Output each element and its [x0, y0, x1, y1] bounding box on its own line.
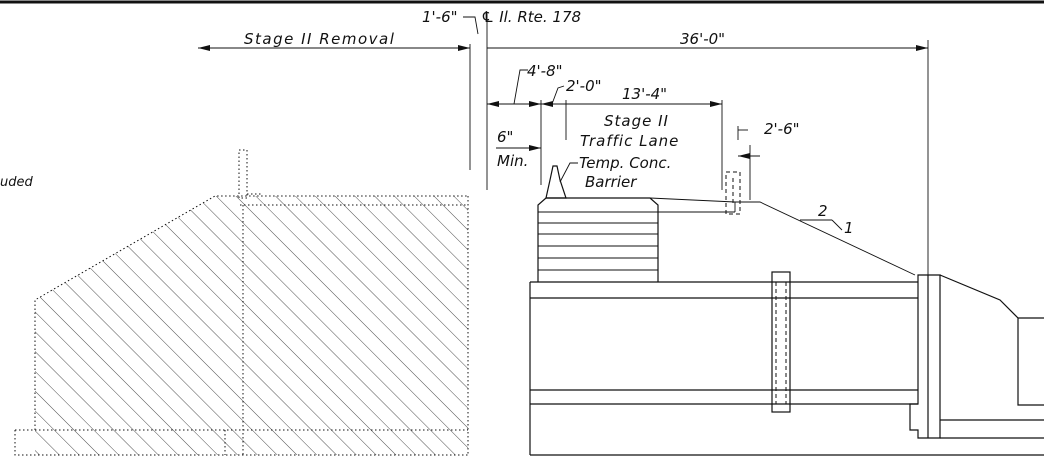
deck-layers	[537, 197, 916, 282]
min-text-label: Min.	[497, 152, 528, 170]
existing-rail-dashed	[725, 171, 741, 215]
min-six-label: 6"	[497, 128, 513, 146]
overall-width-dimension	[487, 40, 929, 275]
temp-concrete-barrier	[545, 165, 567, 199]
offset-dimension-label: 1'-6"	[422, 8, 458, 26]
lane-label-line1: Stage II	[604, 112, 669, 130]
barrier-label-line1: Temp. Conc.	[579, 154, 671, 172]
slope-rise-label: 2	[818, 202, 828, 220]
dim-13-4-label: 13'-4"	[622, 85, 667, 103]
centerline-label: ℄ Il. Rte. 178	[481, 8, 581, 26]
stage-removal-label: Stage II Removal	[244, 30, 395, 48]
abutment	[909, 274, 1044, 439]
lane-label-line2: Traffic Lane	[580, 132, 679, 150]
dim-2-6-label: 2'-6"	[764, 120, 800, 138]
dim-4-8-label: 4'-8"	[527, 62, 563, 80]
min-dimension	[496, 145, 541, 151]
girder-beam	[529, 271, 1044, 456]
slope-indicator	[800, 219, 843, 231]
slope-run-label: 1	[844, 219, 854, 237]
overall-width-label: 36'-0"	[680, 30, 725, 48]
barrier-label-line2: Barrier	[585, 173, 637, 191]
edge-label-fragment: uded	[0, 175, 33, 190]
barrier-leader	[559, 162, 578, 183]
removal-hatched-area	[14, 149, 469, 456]
stage-removal-dimension	[198, 44, 471, 170]
offset-leader	[463, 16, 479, 35]
edge-dimension	[737, 126, 760, 200]
dim-2-0-label: 2'-0"	[566, 77, 602, 95]
barrier-offset-dimension	[487, 69, 723, 190]
